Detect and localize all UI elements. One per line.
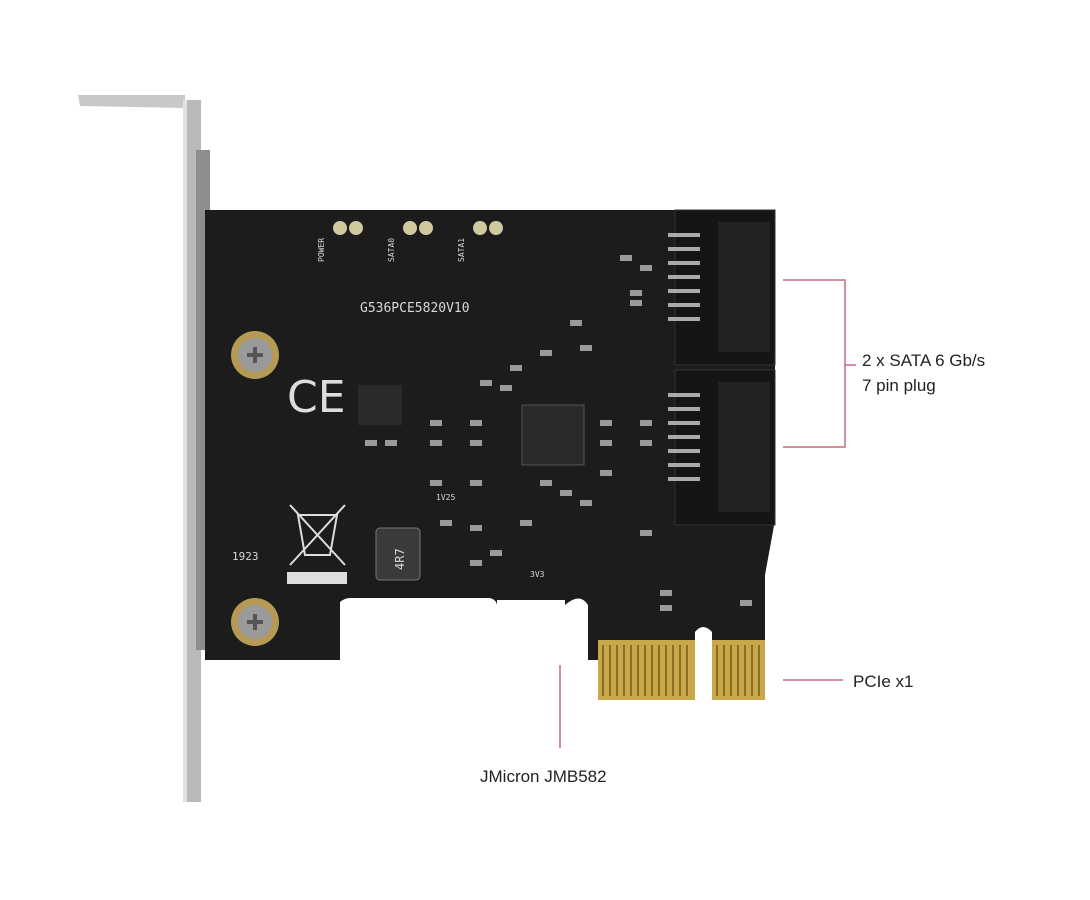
led-label-sata1: SATA1 xyxy=(457,238,466,262)
sata-callout-line1: 2 x SATA 6 Gb/s xyxy=(862,351,986,370)
sata-callout-line2: 7 pin plug xyxy=(862,376,936,395)
sata-callout-bracket xyxy=(783,279,856,448)
led-label-sata0: SATA0 xyxy=(387,238,396,262)
pcie-callout-label: PCIe x1 xyxy=(853,672,914,691)
sata-callout-label: 2 x SATA 6 Gb/s 7 pin plug xyxy=(862,348,985,398)
3v3-label: 3V3 xyxy=(530,570,545,579)
led-pads xyxy=(333,221,503,235)
screw-icon xyxy=(231,331,279,379)
pcb-model-text: G536PCE5820V10 xyxy=(360,301,470,316)
regulator-chip xyxy=(358,385,402,425)
inductor xyxy=(375,527,421,581)
pcb-board xyxy=(205,210,775,700)
inductor-label: 4R7 xyxy=(393,548,407,570)
led-label-power: POWER xyxy=(317,238,326,262)
screw-icon xyxy=(231,598,279,646)
ce-mark-icon: CE xyxy=(287,372,346,423)
weee-bin-icon xyxy=(287,504,347,584)
date-code: 1923 xyxy=(232,550,259,563)
1v25-label: 1V25 xyxy=(436,493,455,502)
sata-port xyxy=(674,209,776,366)
jmb582-chip xyxy=(521,404,585,466)
mounting-bracket xyxy=(78,95,210,802)
controller-callout-label: JMicron JMB582 xyxy=(480,767,607,786)
